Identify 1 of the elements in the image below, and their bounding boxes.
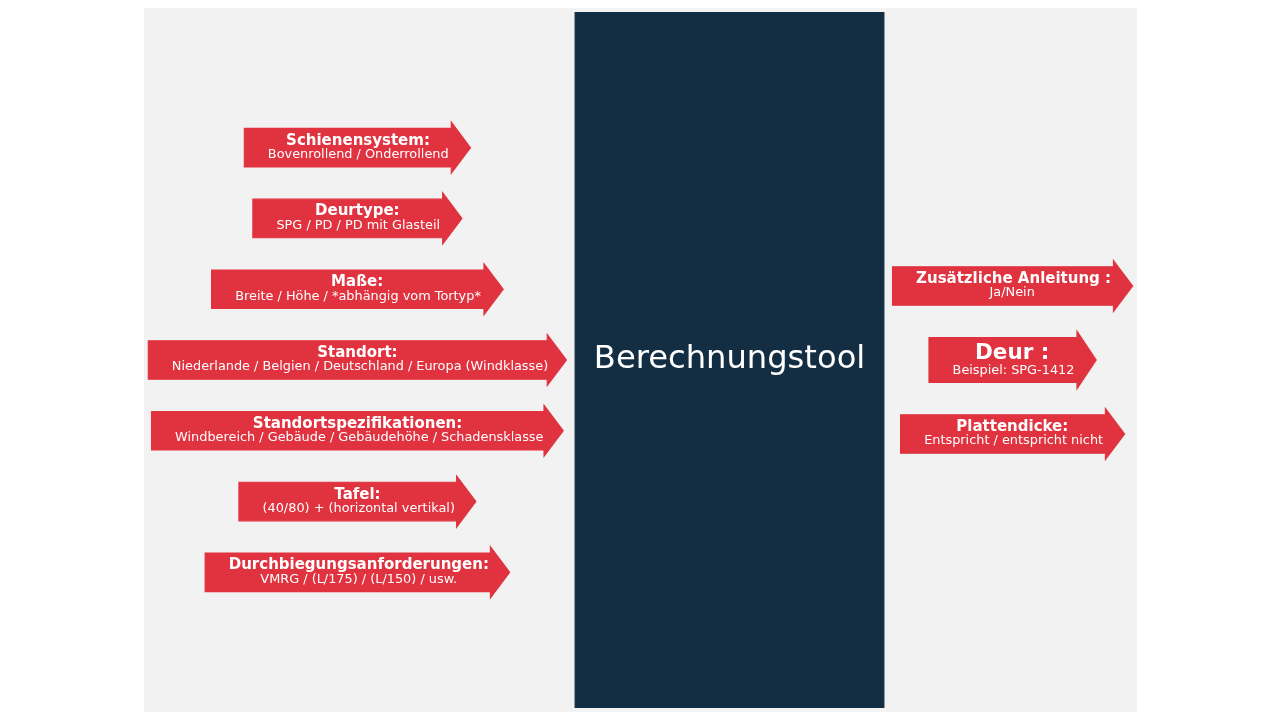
node-box: Berechnungstool	[574, 12, 884, 708]
